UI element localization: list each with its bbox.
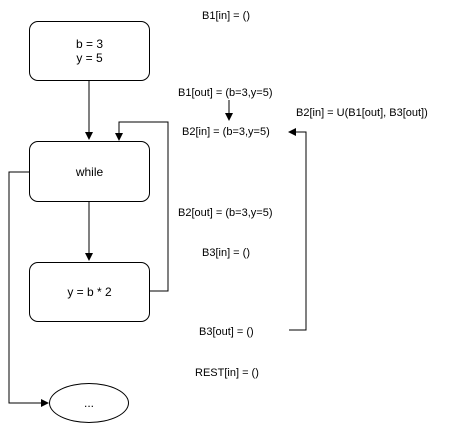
block-b2-label: while <box>75 164 104 179</box>
block-b1-line1: b = 3 <box>75 37 104 51</box>
annotation-b3-in: B3[in] = () <box>202 247 250 259</box>
annotation-b1-out: B1[out] = (b=3,y=5) <box>178 87 273 99</box>
annotation-b3-out: B3[out] = () <box>199 326 254 338</box>
edge-while-to-rest <box>8 171 49 407</box>
annotation-b1-in: B1[in] = () <box>202 10 250 22</box>
block-b3-label: y = b * 2 <box>67 285 112 299</box>
block-rest: ... <box>49 383 129 423</box>
block-b1-line2: y = 5 <box>76 51 103 65</box>
annotation-b2-in-union: B2[in] = U(B1[out], B3[out]) <box>296 107 428 119</box>
block-b1: b = 3 y = 5 <box>29 21 150 81</box>
edge-b3-back-to-while <box>115 121 169 292</box>
block-rest-label: ... <box>83 396 94 410</box>
annotation-b2-in: B2[in] = (b=3,y=5) <box>182 126 270 138</box>
block-b2-while: while <box>29 141 150 202</box>
annotation-b2-out: B2[out] = (b=3,y=5) <box>178 207 273 219</box>
annotation-rest-in: REST[in] = () <box>195 367 259 379</box>
edge-b3out-to-b2in <box>288 128 307 331</box>
block-b3: y = b * 2 <box>29 262 150 322</box>
